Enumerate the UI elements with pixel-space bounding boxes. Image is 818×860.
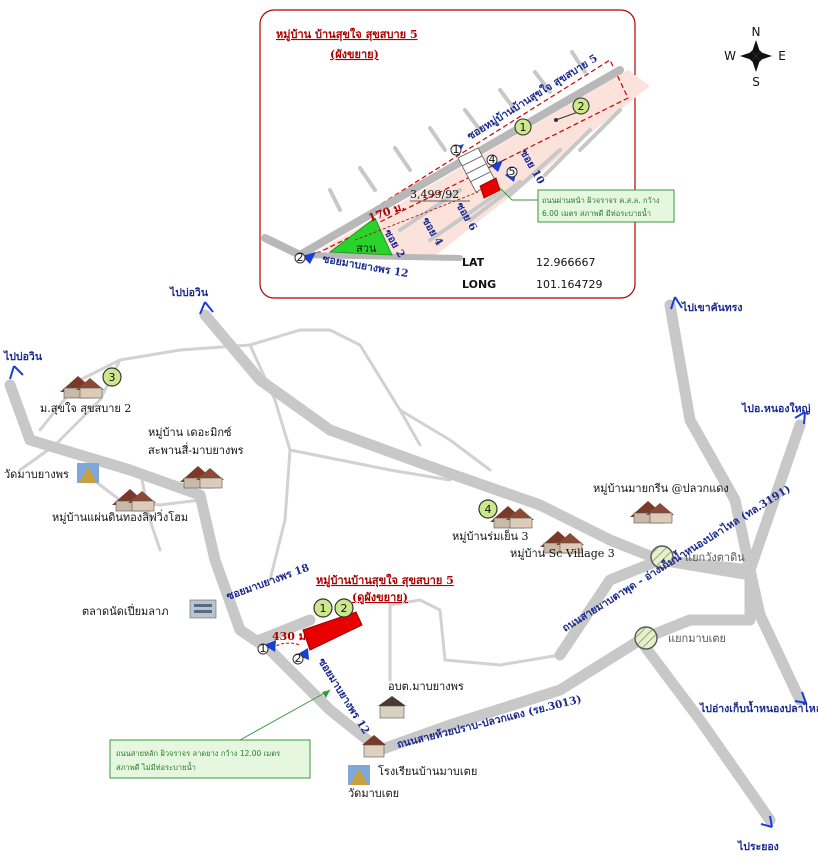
label-temple-mabyangporn: วัดมาบยางพร <box>4 468 69 481</box>
label-temple-mabtoei: วัดมาบเตย <box>348 787 399 800</box>
marker-circle <box>478 499 498 519</box>
office-icon <box>378 696 406 719</box>
road-note-box <box>109 739 311 779</box>
subject-plot <box>302 611 363 651</box>
label-to-angnongplalai: ไปอ่างเก็บน้ำหนองปลาไหล <box>699 700 818 715</box>
house-icon <box>60 376 104 399</box>
label-subject-title-2: (ดูผังขยาย) <box>352 591 408 605</box>
temple-icon <box>77 463 99 483</box>
road-arrow <box>296 648 309 660</box>
compass-w: W <box>724 49 736 63</box>
label-road-soi18: ซอยมาบยางพร 18 <box>225 562 311 603</box>
house-icon <box>180 466 224 489</box>
inset-note-box <box>537 189 675 223</box>
inset-marker-road-5 <box>506 166 518 178</box>
compass-e: E <box>778 49 786 63</box>
temple-icon <box>348 765 370 785</box>
label-village-theromix-2: สะพานสี่-มาบยางพร <box>148 442 244 457</box>
long-value: 101.164729 <box>536 278 602 291</box>
inset-note-line2: 6.00 เมตร สภาพดี มีท่อระบายน้ำ <box>542 208 651 218</box>
label-village-sc: หมู่บ้าน Sc Village 3 <box>510 547 615 560</box>
label-village-phaendin: หมู่บ้านแผ่นดินทองลิฟวิ่งโฮม <box>52 509 188 524</box>
marker-road-2: 2 <box>295 652 302 665</box>
label-to-nongyai: ไปอ.หนองใหญ่ <box>741 401 810 415</box>
inset-marker-road-2 <box>294 252 306 264</box>
marker-circle <box>334 598 354 618</box>
inset-park: สวน <box>356 242 377 255</box>
label-village-romyen: หมู่บ้านร่มเย็น 3 <box>452 529 529 543</box>
inset-marker-1 <box>514 118 532 136</box>
marker-circle <box>313 598 333 618</box>
inset-marker-road-4 <box>486 154 498 166</box>
label-obt: อบต.มาบยางพร <box>388 680 464 693</box>
label-village-theromix-1: หมู่บ้าน เดอะมิกซ์ <box>148 426 232 439</box>
school-icon <box>362 735 386 758</box>
marker-romyen: 4 <box>485 503 492 516</box>
inset-marker-road-1-text: 1 <box>453 143 460 156</box>
label-distance: 430 ม. <box>272 630 310 643</box>
compass-icon: N S E W <box>724 25 786 89</box>
inset-note-line1: ถนนผ่านหน้า ผิวจราจร ค.ส.ล. กว้าง <box>542 196 660 205</box>
lat-value: 12.966667 <box>536 256 596 269</box>
junction-mabtoei <box>634 626 658 650</box>
house-icon <box>112 489 156 512</box>
label-junction-wangtadin: แยกวังตาดิน <box>685 551 745 564</box>
inset-marker-road-2-text: 2 <box>297 251 304 264</box>
label-to-khaokhantrong: ไปเขาคันทรง <box>681 301 743 314</box>
marker-subject-1: 1 <box>320 602 327 615</box>
inset-panel <box>259 9 650 299</box>
distance-arrow <box>271 642 301 649</box>
marker-sukjai2: 3 <box>109 371 116 384</box>
label-road-huaiprap: ถนนสายห้วยปราบ-ปลวกแดง (รย.3013) <box>396 692 583 751</box>
inset-marker-2 <box>572 97 590 115</box>
label-village-mayarin: หมู่บ้านมายกรีน @ปลวกแดง <box>593 482 729 495</box>
road-arrow <box>264 640 276 652</box>
house-icon <box>630 501 674 524</box>
label-junction-mabtoei: แยกมาบเตย <box>668 632 726 645</box>
marker-circle <box>257 643 269 655</box>
label-to-rayong: ไประยอง <box>737 840 779 853</box>
house-icon <box>490 506 534 529</box>
label-market: ตลาดนัดเปี่ยมลาภ <box>82 603 168 618</box>
compass-s: S <box>752 75 760 89</box>
inset-marker-road-5-text: 5 <box>509 165 516 178</box>
inset-marker-1-text: 1 <box>520 121 527 134</box>
note-leader <box>239 689 331 741</box>
junction-wangtadin <box>650 545 674 569</box>
label-school: โรงเรียนบ้านมาบเตย <box>378 764 477 778</box>
lat-label: LAT <box>462 256 485 269</box>
label-village-sukjai2: ม.สุขใจ สุขสบาย 2 <box>40 402 131 415</box>
label-to-porin-2: ไปบ่อวิน <box>3 350 43 363</box>
inset-marker-road-4-text: 4 <box>489 153 496 166</box>
inset-marker-2-text: 2 <box>578 100 585 113</box>
note-leader-arrow <box>322 690 330 698</box>
compass-n: N <box>752 25 761 39</box>
inset-marker-road-1 <box>450 144 462 156</box>
market-icon <box>189 599 217 619</box>
house-icons <box>60 376 674 554</box>
marker-road-1: 1 <box>260 642 267 655</box>
marker-subject-2: 2 <box>341 602 348 615</box>
label-subject-title-1: หมู่บ้านบ้านสุขใจ สุขสบาย 5 <box>316 573 454 588</box>
inset-plot-number: 3,499/92 <box>410 188 459 201</box>
house-icon <box>540 531 584 554</box>
label-to-porin-1: ไปบ่อวิน <box>169 286 209 299</box>
direction-arrows <box>9 296 807 828</box>
inset-title-2: (ผังขยาย) <box>330 48 379 61</box>
road-note-line2: สภาพดี ไม่มีท่อระบายน้ำ <box>116 762 196 772</box>
main-roads <box>4 299 806 826</box>
long-label: LONG <box>462 278 496 291</box>
marker-circle <box>102 367 122 387</box>
road-note-line1: ถนนสายหลัก ผิวจราจร ลาดยาง กว้าง 12.00 เ… <box>116 749 280 758</box>
marker-circle <box>292 653 304 665</box>
inset-title-1: หมู่บ้าน บ้านสุขใจ สุขสบาย 5 <box>276 27 418 42</box>
